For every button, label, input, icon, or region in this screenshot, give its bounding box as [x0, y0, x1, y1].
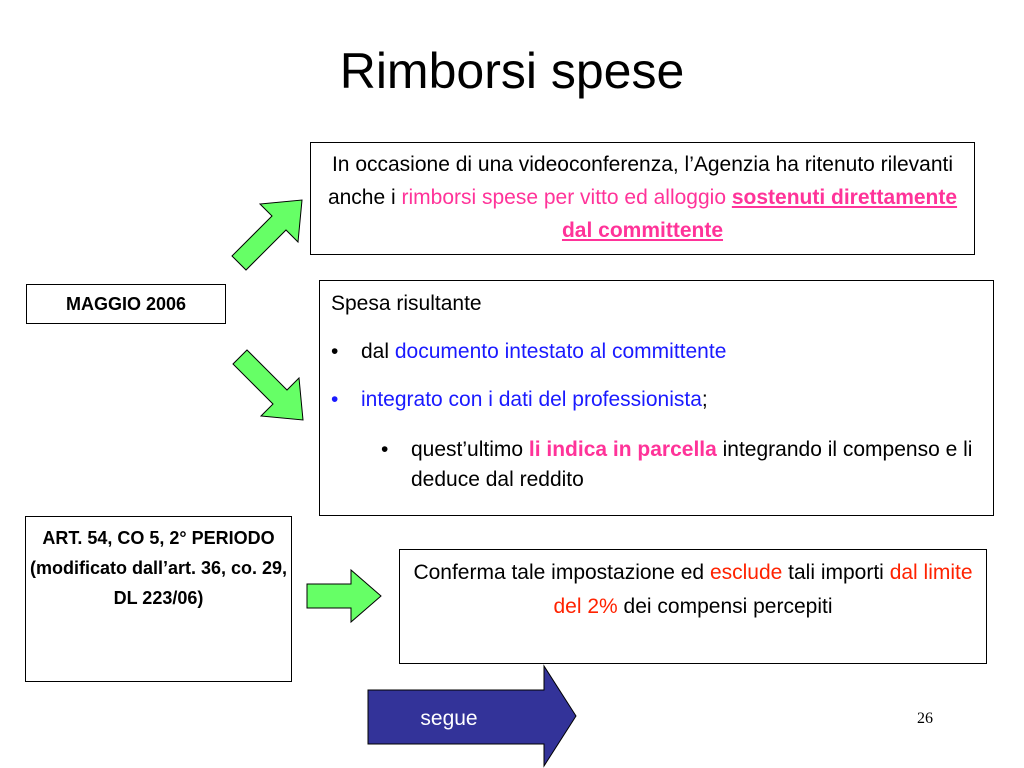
conferma-text-3: dei compensi percepiti — [617, 595, 833, 618]
down-right-arrow-icon — [232, 349, 304, 421]
conferma-highlight: esclude — [709, 561, 783, 584]
bullet-icon: • — [331, 340, 339, 363]
segue-arrow-button[interactable] — [366, 664, 580, 768]
sub-bullet-prefix: quest’ultimo — [411, 438, 529, 461]
bullet-text: dal documento intestato al committente — [361, 339, 726, 365]
maggio-2006-box: MAGGIO 2006 — [26, 284, 226, 324]
bullet-highlight: integrato con i dati del professionista — [361, 388, 702, 411]
bullet-text-prefix: dal — [361, 340, 395, 363]
list-item: • integrato con i dati del professionist… — [331, 387, 981, 413]
bullet-text: integrato con i dati del professionista; — [361, 387, 708, 413]
maggio-2006-label: MAGGIO 2006 — [65, 294, 187, 314]
agenzia-note-box: In occasione di una videoconferenza, l’A… — [310, 142, 975, 255]
agenzia-note-highlight: rimborsi spese per vitto ed alloggio — [401, 186, 727, 209]
art-54-box: ART. 54, CO 5, 2° PERIODO (modificato da… — [25, 516, 292, 682]
sub-bullet-suffix: integrando il compenso e li deduce dal r… — [411, 438, 973, 491]
spesa-risultante-box: Spesa risultante • dal documento intesta… — [319, 280, 994, 516]
slide-title: Rimborsi spese — [339, 43, 685, 99]
bullet-icon: • — [381, 438, 389, 461]
conferma-text: Conferma tale impostazione ed — [413, 561, 710, 584]
segue-label[interactable]: segue — [420, 707, 478, 730]
spesa-heading: Spesa risultante — [331, 292, 482, 315]
bullet-icon: • — [331, 388, 339, 411]
conferma-text-2: tali importi — [782, 561, 890, 584]
sub-bullet-text: quest’ultimo li indica in parcella integ… — [411, 435, 981, 495]
right-arrow-icon — [306, 568, 382, 624]
conferma-box: Conferma tale impostazione ed esclude ta… — [399, 549, 987, 664]
agenzia-note-emphasis: sostenuti direttamente dal committente — [561, 186, 958, 242]
up-right-arrow-icon — [231, 199, 303, 271]
bullet-highlight: documento intestato al committente — [394, 340, 727, 363]
art-54-label: ART. 54, CO 5, 2° PERIODO (modificato da… — [29, 528, 288, 608]
bullet-text-suffix: ; — [701, 388, 708, 411]
sub-bullet-highlight: li indica in parcella — [528, 438, 717, 461]
sub-list-item: • quest’ultimo li indica in parcella int… — [331, 435, 981, 495]
page-number: 26 — [917, 710, 933, 727]
conferma-highlight-2: dal limite del 2% — [553, 561, 973, 618]
agenzia-note-text: In occasione di una videoconferenza, l’A… — [327, 153, 954, 209]
list-item: • dal documento intestato al committente — [331, 339, 981, 365]
